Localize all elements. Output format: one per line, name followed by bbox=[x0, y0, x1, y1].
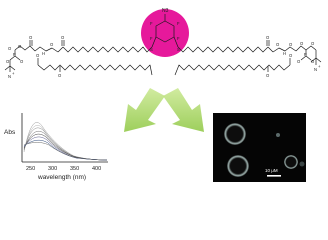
fluorine-label: F bbox=[150, 21, 153, 26]
scale-bar-label: 10 μM bbox=[265, 168, 278, 173]
right-phosphate-oxygen: O bbox=[311, 59, 315, 64]
vesicle bbox=[284, 155, 298, 169]
spectrum-traces bbox=[23, 122, 108, 161]
left-lower-chain bbox=[37, 58, 153, 76]
left-ester-oxygen: O bbox=[36, 53, 40, 58]
molecule-atom-labels: N3 F F F F S S N + P O O O O O O O O O H… bbox=[6, 8, 321, 79]
left-ester-oxygen: O bbox=[58, 73, 62, 78]
right-carbonyl-oxygen: O bbox=[289, 53, 293, 58]
left-arrow-icon bbox=[124, 88, 165, 132]
x-tick-label: 350 bbox=[70, 166, 79, 172]
left-stereo-hydrogen: H bbox=[42, 51, 45, 56]
uv-vis-spectrum: Abs 250 300 350 400 wavelength (nm) bbox=[4, 113, 108, 181]
scale-bar bbox=[267, 175, 281, 177]
fluorine-label: F bbox=[177, 21, 180, 26]
right-lower-chain bbox=[174, 58, 291, 76]
right-charge-label: + bbox=[318, 64, 321, 69]
left-phosphate-oxygen: O bbox=[8, 46, 12, 51]
left-charge-label: + bbox=[12, 71, 15, 76]
right-ester-oxygen: O bbox=[276, 42, 280, 47]
right-phosphate-oxygen: O bbox=[311, 41, 315, 46]
x-axis-label: wavelength (nm) bbox=[37, 174, 86, 181]
left-carbonyl-oxygen: O bbox=[61, 35, 65, 40]
fluorescence-micrograph: 10 μM bbox=[213, 113, 306, 182]
right-phosphate-oxygen: O bbox=[297, 59, 301, 64]
right-headgroup bbox=[295, 45, 322, 65]
y-axis-label: Abs bbox=[4, 129, 16, 136]
right-ester-oxygen: O bbox=[266, 73, 270, 78]
right-stereo-hydrogen: H bbox=[283, 51, 286, 56]
right-upper-chain bbox=[177, 40, 297, 53]
micrograph-background bbox=[213, 113, 306, 182]
left-phosphate-oxygen: O bbox=[18, 44, 22, 49]
azide-label: N3 bbox=[162, 8, 169, 14]
sulfur-label: S bbox=[177, 47, 180, 52]
lipid-molecule bbox=[4, 9, 322, 76]
left-ammonium-label: N bbox=[8, 74, 11, 79]
vesicle bbox=[224, 123, 246, 145]
x-tick-labels: 250 300 350 400 bbox=[26, 166, 101, 172]
right-ammonium-label: N bbox=[314, 67, 317, 72]
vesicle bbox=[227, 155, 249, 177]
right-arrow-icon bbox=[163, 88, 204, 132]
vesicle bbox=[276, 133, 280, 137]
left-carbonyl-oxygen: O bbox=[29, 35, 33, 40]
sulfur-label: S bbox=[150, 47, 153, 52]
fluorine-label: F bbox=[150, 36, 153, 41]
left-phosphorus-label: P bbox=[13, 52, 16, 57]
left-headgroup bbox=[4, 40, 36, 72]
figure-canvas: N3 F F F F S S N + P O O O O O O O O O H… bbox=[4, 8, 322, 182]
x-tick-label: 400 bbox=[92, 166, 101, 172]
left-phosphate-oxygen: O bbox=[20, 59, 24, 64]
vesicle bbox=[299, 161, 305, 167]
right-phosphate-oxygen: O bbox=[300, 41, 304, 46]
perfluoroaryl-ring bbox=[151, 14, 179, 48]
right-ester-oxygen: O bbox=[289, 42, 293, 47]
x-tick-label: 250 bbox=[26, 166, 35, 172]
left-ester-oxygen: O bbox=[50, 42, 54, 47]
x-tick-label: 300 bbox=[48, 166, 57, 172]
left-phosphate-oxygen: O bbox=[6, 59, 10, 64]
fluorine-label: F bbox=[177, 36, 180, 41]
left-upper-chain bbox=[34, 40, 153, 53]
right-carbonyl-oxygen: O bbox=[266, 35, 270, 40]
right-phosphorus-label: P bbox=[304, 52, 307, 57]
